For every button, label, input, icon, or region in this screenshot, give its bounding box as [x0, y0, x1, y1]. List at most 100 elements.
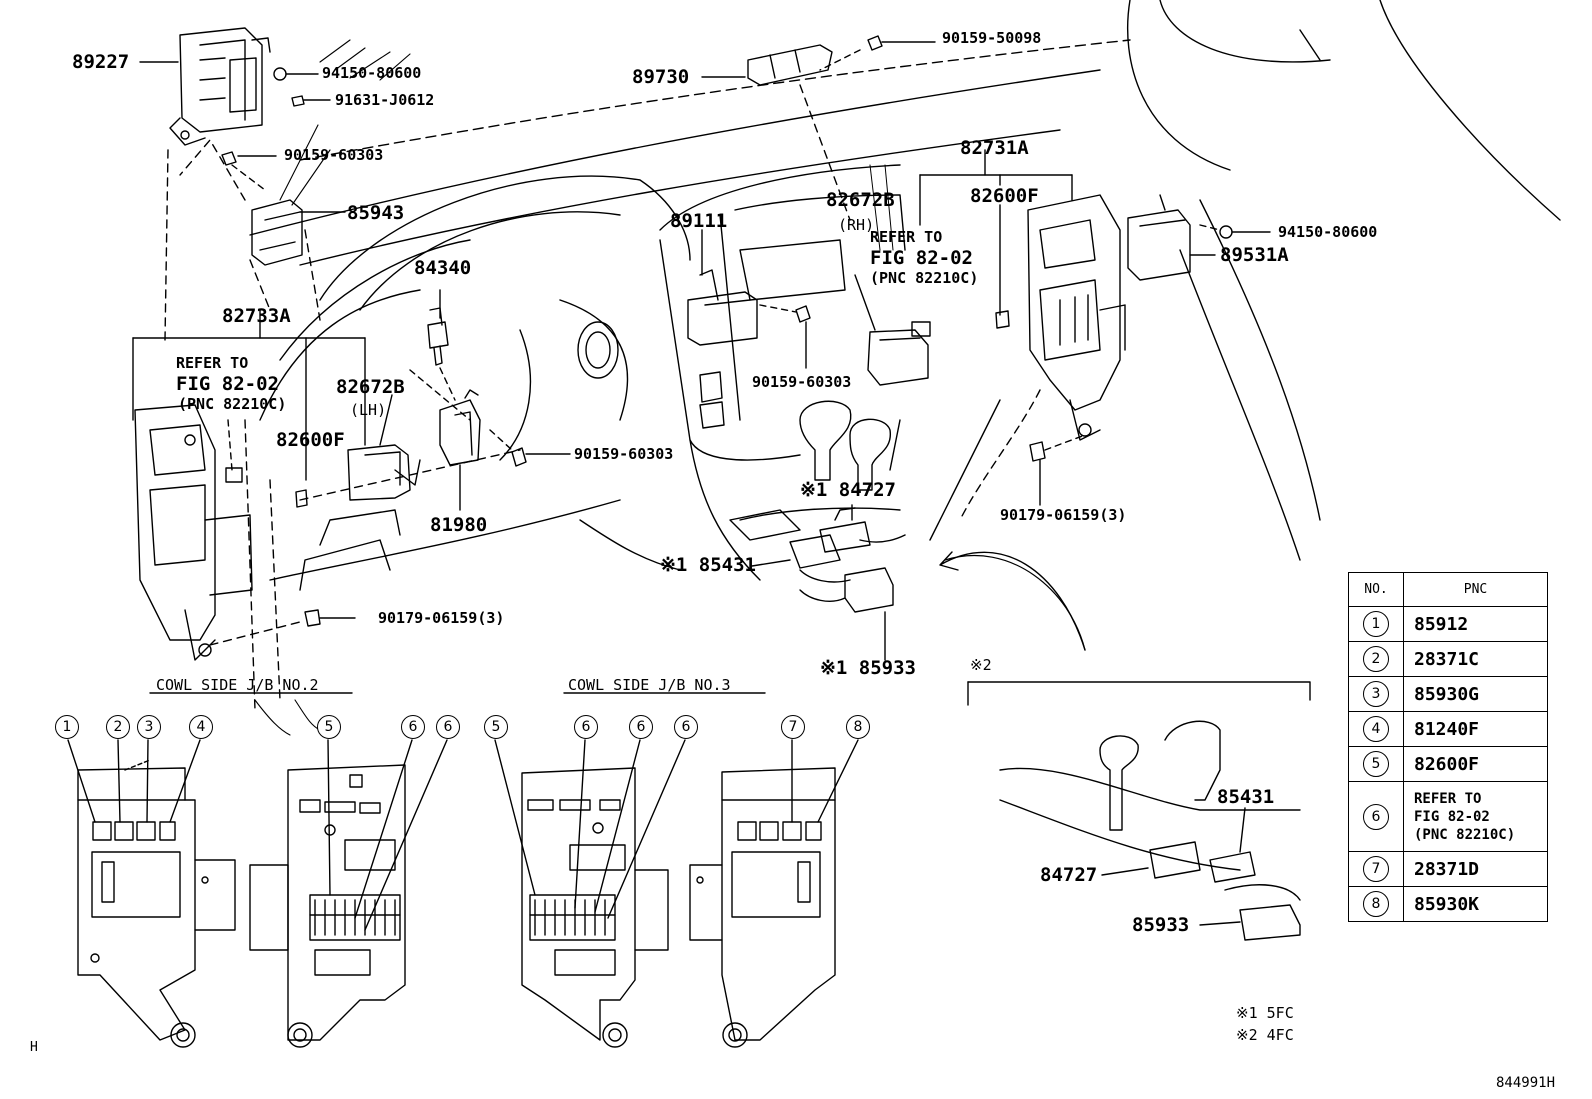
label-82672B-rh: 82672B — [826, 189, 895, 211]
header-cowl-side-jb3: COWL SIDE J/B NO.3 — [568, 676, 731, 694]
figure-id: 844991H — [1496, 1075, 1556, 1091]
header-cowl-side-jb2: COWL SIDE J/B NO.2 — [156, 676, 319, 694]
pnc-table-no-cell: 1 — [1348, 606, 1404, 642]
pnc-table-no-cell: 7 — [1348, 851, 1404, 887]
refer-note-right-line1: REFER TO — [870, 228, 943, 246]
component-84727 — [819, 507, 906, 553]
callout-3: 3 — [137, 715, 161, 739]
label-85431: ※1 85431 — [660, 554, 756, 576]
pnc-row-number: 2 — [1363, 646, 1389, 672]
label-90179-06159-left: 90179-06159(3) — [378, 609, 505, 627]
refer-note-right-line3: (PNC 82210C) — [870, 269, 979, 287]
component-89111 — [687, 269, 758, 346]
pnc-table-row: 8 85930K — [1348, 886, 1548, 922]
pnc-table-no-cell: 2 — [1348, 641, 1404, 677]
jb3-back-panel — [521, 767, 669, 1048]
label-82600F-right: 82600F — [970, 185, 1039, 207]
component-89730 — [747, 44, 833, 86]
pnc-row-number: 4 — [1363, 716, 1389, 742]
pnc-table-no-cell: 6 — [1348, 781, 1404, 852]
label-90159-60303-a: 90159-60303 — [284, 146, 384, 164]
label-90159-60303-b: 90159-60303 — [752, 373, 852, 391]
label-82672B-lh: 82672B — [336, 376, 405, 398]
inset-shifter — [999, 720, 1301, 941]
refer-note-left-line2: FIG 82-02 — [176, 373, 279, 395]
label-84340: 84340 — [414, 257, 472, 279]
callout-8: 8 — [846, 715, 870, 739]
pnc-row-number: 7 — [1363, 856, 1389, 882]
callout-6-jb2-b: 6 — [436, 715, 460, 739]
callout-4: 4 — [189, 715, 213, 739]
pnc-row-number: 6 — [1363, 803, 1389, 830]
label-84727-inset: 84727 — [1040, 864, 1098, 886]
bracket-82733A — [132, 309, 366, 481]
component-85943 — [251, 199, 303, 266]
pnc-table-no-cell: 5 — [1348, 746, 1404, 782]
pnc-row-number: 3 — [1363, 681, 1389, 707]
label-90159-60303-c: 90159-60303 — [574, 445, 674, 463]
label-94150-80600-top: 94150-80600 — [322, 64, 422, 82]
pnc-value-cell: 81240F — [1403, 711, 1548, 747]
component-84340 — [427, 307, 449, 366]
component-89227 — [169, 27, 271, 146]
label-lh: (LH) — [350, 401, 387, 419]
callout-1: 1 — [55, 715, 79, 739]
callout-6-jb3-a: 6 — [574, 715, 598, 739]
component-85431 — [789, 534, 851, 583]
label-90179-06159-right: 90179-06159(3) — [1000, 506, 1127, 524]
callout-6-jb3-b: 6 — [629, 715, 653, 739]
label-89227: 89227 — [72, 51, 130, 73]
label-90159-50098: 90159-50098 — [942, 29, 1042, 47]
component-89531A — [1127, 194, 1191, 281]
pnc-row-number: 8 — [1363, 891, 1389, 917]
header-inset-mark: ※2 — [970, 656, 992, 674]
bracket-82731A — [919, 149, 1073, 316]
refer-note-right-line2: FIG 82-02 — [870, 247, 973, 269]
callout-6-jb2-a: 6 — [401, 715, 425, 739]
left-junction-block — [134, 404, 253, 661]
label-85933: ※1 85933 — [820, 657, 916, 679]
callout-2: 2 — [106, 715, 130, 739]
component-82672B-rh — [867, 329, 929, 386]
pnc-table-header-pnc: PNC — [1403, 572, 1548, 607]
component-85933 — [799, 567, 894, 613]
label-82733A: 82733A — [222, 305, 291, 327]
pnc-table-row: 3 85930G — [1348, 676, 1548, 712]
component-81980 — [439, 389, 481, 466]
pnc-table-no-cell: 3 — [1348, 676, 1404, 712]
label-84727: ※1 84727 — [800, 479, 896, 501]
pnc-table-row: 2 28371C — [1348, 641, 1548, 677]
component-82672B-lh — [347, 394, 421, 501]
direction-arrow — [939, 551, 1086, 651]
pnc-table-no-cell: 4 — [1348, 711, 1404, 747]
footnote-1: ※1 5FC — [1236, 1004, 1294, 1022]
right-junction-block — [1027, 194, 1126, 441]
pnc-table-header-no: NO. — [1348, 572, 1404, 607]
label-85431-inset: 85431 — [1217, 786, 1275, 808]
refer-note-left-line3: (PNC 82210C) — [178, 395, 287, 413]
label-89531A: 89531A — [1220, 244, 1289, 266]
refer-note-left-line1: REFER TO — [176, 354, 249, 372]
pnc-value-cell: 28371C — [1403, 641, 1548, 677]
pnc-row-number: 5 — [1363, 751, 1389, 777]
jb2-back-panel — [249, 764, 406, 1048]
jb3-front-panel — [689, 767, 836, 1048]
pnc-value-cell: 85930K — [1403, 886, 1548, 922]
pnc-value-cell: 28371D — [1403, 851, 1548, 887]
label-89111: 89111 — [670, 210, 728, 232]
label-rh: (RH) — [838, 216, 875, 234]
label-94150-80600-right: 94150-80600 — [1278, 223, 1378, 241]
label-82600F-left: 82600F — [276, 429, 345, 451]
pnc-row-number: 1 — [1363, 611, 1389, 637]
pnc-value-cell: 85930G — [1403, 676, 1548, 712]
footnote-2: ※2 4FC — [1236, 1026, 1294, 1044]
corner-mark: H — [30, 1040, 38, 1055]
